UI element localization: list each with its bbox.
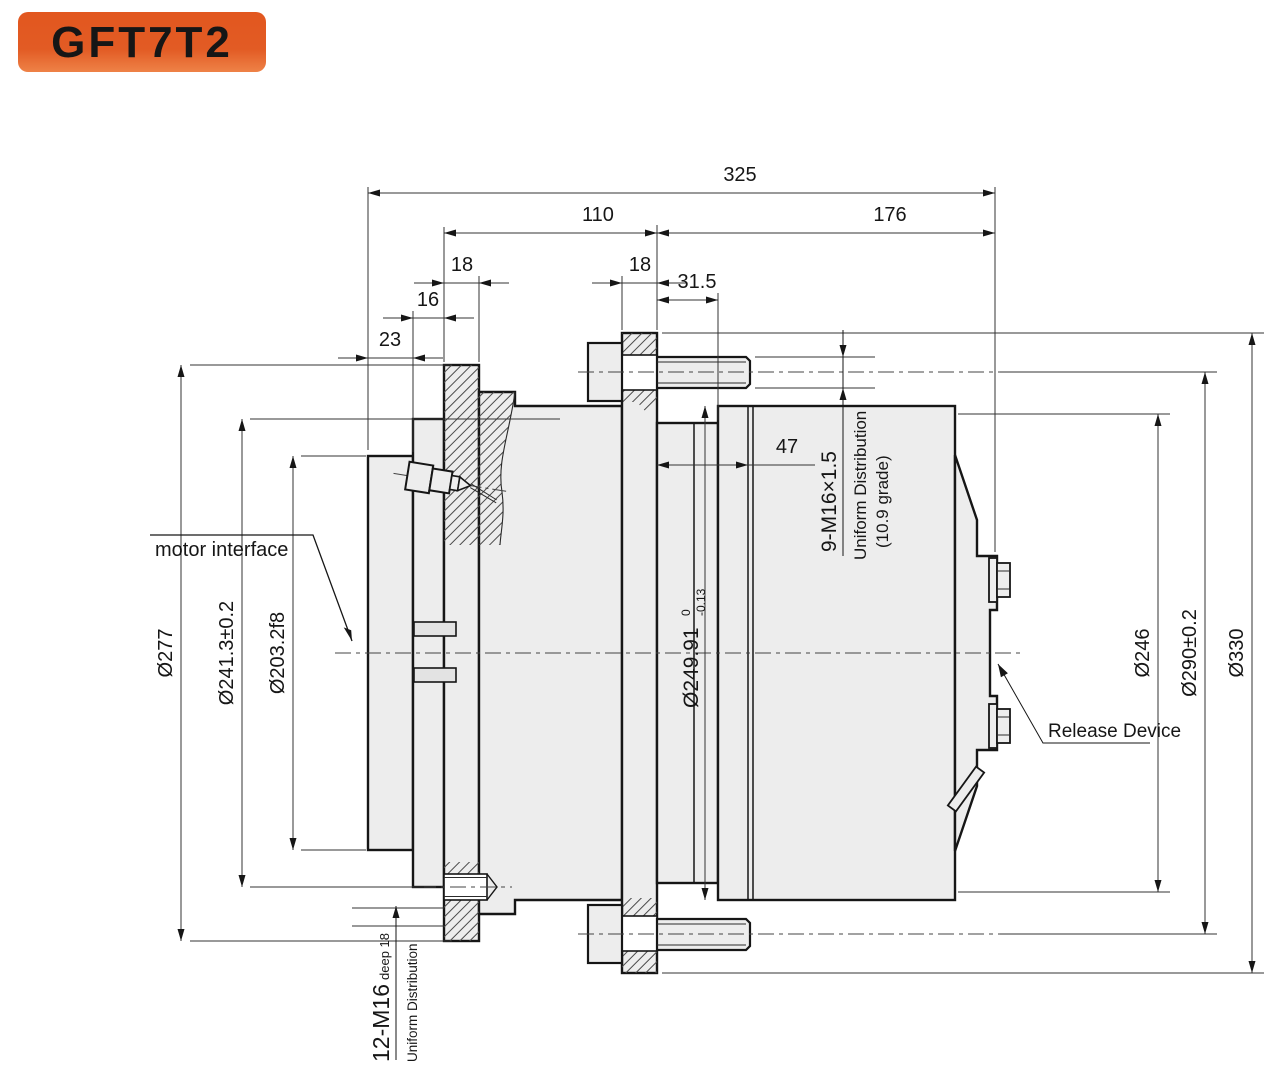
dim-d203: Ø203.2f8	[267, 456, 297, 850]
dim-18l-text: 18	[451, 254, 473, 276]
dim-d277-text: Ø277	[155, 629, 177, 678]
dim-31-5: 31.5	[657, 271, 718, 304]
dim-d290: Ø290±0.2	[1179, 372, 1209, 934]
centerlines	[335, 371, 1020, 935]
leader-arrow	[839, 345, 847, 357]
dim-d290-text: Ø290±0.2	[1179, 609, 1201, 697]
dim-18r-text: 18	[629, 254, 651, 276]
stud-callout-line1: 9-M16×1.5	[818, 451, 841, 552]
grease-plug	[393, 460, 507, 504]
dim-d277: Ø277	[155, 365, 185, 941]
plug-passage-line	[469, 487, 497, 504]
tapped-hole-drill-point	[486, 873, 498, 901]
badge-background	[18, 12, 266, 72]
dim-d246-text: Ø246	[1132, 629, 1154, 678]
break-line-bell	[499, 391, 516, 546]
coupling-hub	[413, 621, 457, 683]
plug-passage-line	[470, 483, 497, 501]
tapped-callout-line1: 12-M16	[368, 984, 394, 1062]
end-bolt-bottom	[996, 708, 1011, 744]
dim-d24991-text: Ø249.91	[680, 627, 703, 708]
spline-hub-lower	[413, 667, 457, 683]
dim-16: 16	[383, 289, 474, 322]
dim-18-left: 18	[414, 254, 509, 287]
end-bolt-facets	[997, 570, 1010, 736]
dim-18-right: 18	[592, 254, 687, 287]
dim-23: 23	[338, 329, 443, 362]
hatch-flange-bottom-outer	[622, 951, 657, 973]
end-bolt-top	[996, 562, 1011, 598]
stud-callout-line2: Uniform Distribution	[851, 411, 870, 560]
dim-325: 325	[368, 164, 995, 197]
dim-d246: Ø246	[1132, 414, 1162, 892]
leader-arrow	[392, 906, 400, 918]
dim-23-text: 23	[379, 329, 401, 351]
dim-d203-text: Ø203.2f8	[267, 612, 289, 694]
product-badge: GFT7T2	[18, 12, 266, 72]
stud-callout-line3: (10.9 grade)	[873, 455, 892, 548]
leader-arrow	[998, 664, 1008, 678]
hatch-bell-section	[444, 389, 515, 545]
end-bolt-seat-top	[988, 557, 998, 603]
hatch-flange-bottom-inner	[622, 898, 657, 916]
dim-176-text: 176	[873, 204, 906, 226]
extension-lines	[190, 187, 1264, 974]
dim-d241-text: Ø241.3±0.2	[216, 601, 238, 705]
section-hatching	[444, 333, 657, 973]
dim-110-text: 110	[582, 204, 614, 226]
release-device-label: Release Device	[1048, 721, 1181, 742]
dim-d241: Ø241.3±0.2	[216, 419, 246, 887]
stud-thread-lines	[657, 361, 746, 946]
dim-47-text: 47	[776, 436, 798, 458]
callout-tapped-holes: 12-M16 deep 18 Uniform Distribution	[368, 906, 420, 1062]
callout-stud: 9-M16×1.5 Uniform Distribution (10.9 gra…	[818, 330, 892, 560]
release-tab	[946, 765, 986, 813]
dim-d330: Ø330	[1226, 333, 1256, 973]
dim-176: 176	[657, 204, 995, 237]
dim-315-text: 31.5	[678, 271, 717, 293]
tapped-callout-line2: Uniform Distribution	[405, 943, 420, 1062]
dim-d24991: Ø249.91 0 -0.13	[679, 406, 709, 900]
dim-16-text: 16	[417, 289, 439, 311]
dim-d24991-tol-lower: -0.13	[694, 588, 708, 616]
dim-110: 110	[444, 204, 657, 237]
spline-hub-upper	[413, 621, 457, 637]
dim-d24991-tol-upper: 0	[679, 609, 693, 616]
dim-47: 47	[657, 436, 815, 469]
leader-arrow	[839, 388, 847, 400]
hatch-top-lug	[444, 365, 479, 389]
hatch-flange-top-outer	[622, 333, 657, 355]
leader-arrow	[343, 627, 352, 641]
dim-325-text: 325	[723, 164, 756, 186]
end-bolt-seat-bottom	[988, 703, 998, 749]
hatch-flange-top-inner	[622, 390, 657, 411]
callout-motor-interface: motor interface	[150, 534, 353, 642]
callout-release-device: Release Device	[997, 663, 1181, 744]
plug-cone	[456, 475, 473, 492]
badge-label: GFT7T2	[51, 18, 233, 67]
motor-interface-label: motor interface	[155, 539, 288, 561]
tapped-callout-suffix: deep 18	[377, 933, 392, 980]
dim-d330-text: Ø330	[1226, 629, 1248, 678]
